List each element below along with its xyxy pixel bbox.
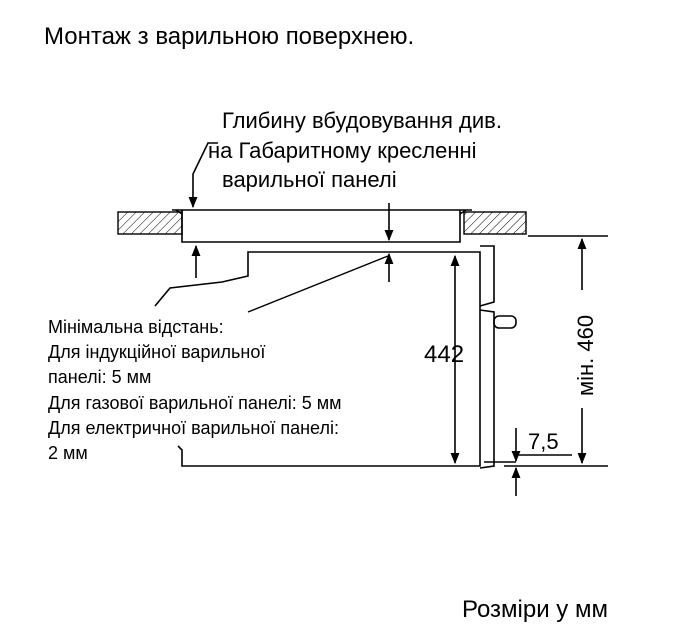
min-distance-line-6: 2 мм — [48, 443, 88, 463]
depth-note-line-2: на Габаритному кресленні — [208, 138, 477, 163]
min-distance-line-2: Для індукційної варильної — [48, 342, 265, 362]
worktop-right — [463, 211, 527, 235]
worktop-left — [117, 211, 183, 235]
min-distance-line-3: панелі: 5 мм — [48, 367, 151, 387]
oven — [154, 245, 517, 469]
min-distance-label-bg — [44, 316, 246, 338]
offset-label: 7,5 — [528, 429, 559, 454]
units-note: Розміри у мм — [462, 596, 608, 623]
min-distance-line-4: Для газової варильної панелі: 5 мм — [48, 393, 342, 413]
min-distance-line-1: Мінімальна відстань: — [48, 317, 224, 337]
depth-note-leader — [188, 142, 218, 209]
hob — [172, 209, 472, 243]
depth-note-line-3: варильної панелі — [222, 167, 397, 192]
min-460-label-bg — [570, 290, 594, 408]
min-distance-leader — [247, 255, 389, 313]
page-title: Монтаж з варильною поверхнею. — [44, 23, 414, 50]
depth-note-line-1: Глибину вбудовування див. — [222, 108, 502, 133]
height-442-label: 442 — [424, 341, 464, 368]
min-460-label: мін. 460 — [573, 315, 598, 396]
min-distance-line-5: Для електричної варильної панелі: — [48, 418, 339, 438]
